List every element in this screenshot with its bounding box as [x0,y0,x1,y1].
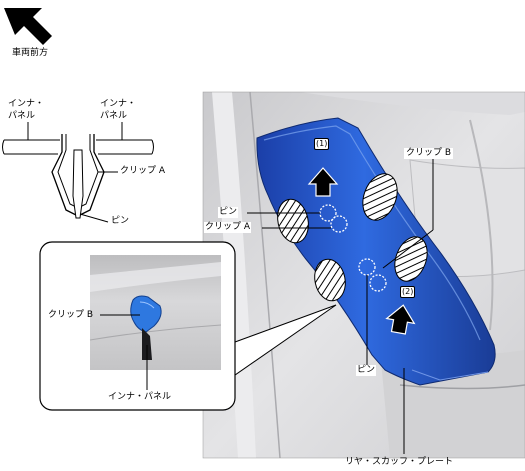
cross-section-pin-label: ピン [111,216,130,226]
step2-number: (2) [400,286,416,298]
upper-trim [300,92,525,115]
inner-panel-right-label-2: パネル [100,111,128,121]
front-arrow-icon [4,8,52,45]
detail-clip-b [130,295,162,333]
detail-clip-b-highlight [139,301,155,309]
detail-clip-b-label: クリップ B [48,310,94,320]
main-pin-upper-label: ピン [218,207,239,218]
pillar-line [469,119,494,331]
step1-number: (1) [314,138,330,150]
main-pin-lower-label: ピン [356,365,377,376]
cross-section-figure [2,122,154,223]
step2-arrow-icon [385,304,416,335]
inner-panel-left-label-2: パネル [8,111,36,121]
detail-photo-highlight [90,262,221,292]
inner-panel-right-label-1: インナ・ [100,99,137,109]
main-clip-b-label: クリップ B [404,148,454,159]
main-leaders [247,158,434,454]
detail-view [39,241,236,411]
door-frame-line [249,92,281,458]
pin-shape [72,149,84,219]
inner-panel-left-label-1: インナ・ [8,99,45,109]
clip-b-hatch-1 [362,173,398,221]
step1-arrow-icon [307,167,339,197]
cross-section-clip-a-label: クリップ A [120,166,166,176]
detail-photo-edge [89,324,222,341]
inner-panel-right-break [151,139,154,155]
floor-line [399,384,525,390]
clip-b-hatch-2 [277,198,309,244]
plate-lower-edge [411,369,489,381]
front-direction-label: 車両前方 [12,48,49,58]
main-clip-a-label: クリップ A [204,222,252,233]
clip-b-hatch-3 [394,236,428,282]
clip-b-hatch-4 [314,258,346,302]
detail-inner-panel-label: インナ・パネル [108,392,172,402]
rear-scuff-plate-label: リヤ・スカッフ・プレート [345,457,454,467]
clip-a-circle-lower [369,274,387,292]
clip-a-circle-upper [330,215,348,233]
detail-panel-slot [142,328,152,360]
leader-main-clip-b-d [382,229,434,269]
leader-pin [79,213,109,223]
inner-panel-left-break [2,139,5,155]
main-photo [203,92,525,458]
